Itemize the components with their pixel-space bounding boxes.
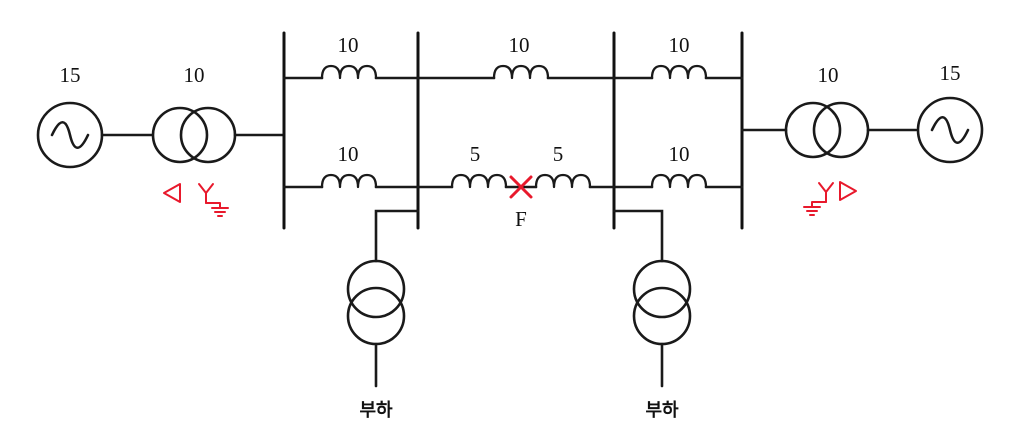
- line-bottom-right: [612, 173, 744, 189]
- line-bottom-middle-right: [519, 173, 616, 189]
- load-right-label: 부하: [645, 400, 679, 421]
- line-top-right-label: 10: [669, 33, 690, 57]
- line-bottom-left: [282, 173, 420, 189]
- delta-wye-grounded-icon: [163, 183, 229, 217]
- wye-grounded-delta-icon: [803, 181, 857, 216]
- load-left-label: 부하: [359, 400, 393, 421]
- load-right-transformer: [632, 259, 692, 346]
- line-bottom-middle-right-label: 5: [553, 142, 564, 166]
- generator-right: [916, 96, 984, 164]
- line-bottom-middle-left: [416, 173, 523, 189]
- line-top-left: [282, 64, 420, 80]
- generator-right-label: 15: [940, 61, 961, 85]
- line-bottom-right-label: 10: [669, 142, 690, 166]
- line-top-middle: [416, 64, 616, 80]
- load-left-feeder: [374, 209, 420, 263]
- load-left-transformer: [346, 259, 406, 346]
- line-top-right: [612, 64, 744, 80]
- line-bottom-middle-left-label: 5: [470, 142, 481, 166]
- fault-marker-icon: [509, 175, 533, 199]
- sine-wave-icon: [930, 115, 970, 145]
- load-right-feeder: [612, 209, 664, 263]
- generator-left-label: 15: [60, 63, 81, 87]
- line-top-middle-label: 10: [509, 33, 530, 57]
- transformer-left: [151, 106, 237, 164]
- generator-left: [36, 101, 104, 169]
- transformer-left-label: 10: [184, 63, 205, 87]
- line-bottom-left-label: 10: [338, 142, 359, 166]
- fault-label: F: [515, 207, 527, 231]
- line-top-left-label: 10: [338, 33, 359, 57]
- transformer-right: [784, 101, 870, 159]
- sine-wave-icon: [50, 120, 90, 150]
- transformer-right-label: 10: [818, 63, 839, 87]
